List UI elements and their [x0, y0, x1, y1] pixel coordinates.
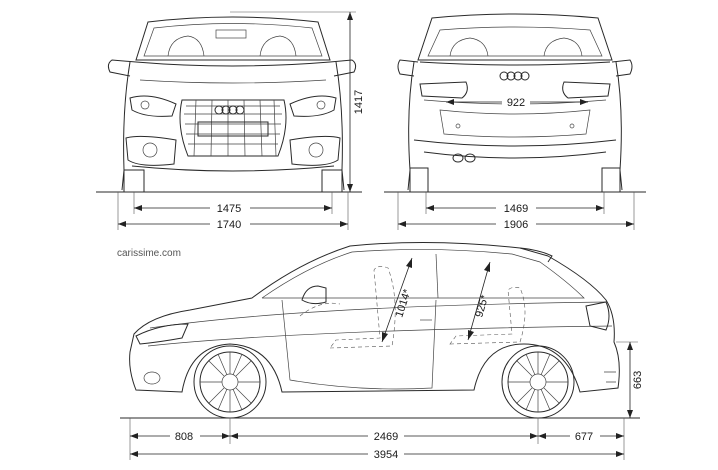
rear-height-label: 663	[632, 371, 644, 389]
wheelbase-label: 2469	[374, 431, 398, 443]
rear-headroom-label: 925*	[473, 293, 491, 319]
front-overhang-label: 808	[175, 431, 193, 443]
front-track-label: 1475	[217, 203, 241, 215]
front-headroom-label: 1014*	[393, 287, 414, 319]
front-view: 1417 1475 1740	[96, 11, 365, 231]
rear-width-label: 1906	[504, 219, 528, 231]
total-length-label: 3954	[374, 449, 398, 461]
side-view: 1014* 925* 663	[120, 241, 644, 461]
front-wheel	[193, 345, 267, 419]
rear-inner-width-label: 922	[507, 97, 525, 109]
front-height-label: 1417	[353, 90, 365, 114]
watermark: carissime.com	[117, 248, 181, 259]
rear-wheel	[501, 345, 575, 419]
rear-overhang-label: 677	[575, 431, 593, 443]
rear-view: 922 1469 1906	[384, 13, 646, 231]
rear-track-label: 1469	[504, 203, 528, 215]
front-width-label: 1740	[217, 219, 241, 231]
